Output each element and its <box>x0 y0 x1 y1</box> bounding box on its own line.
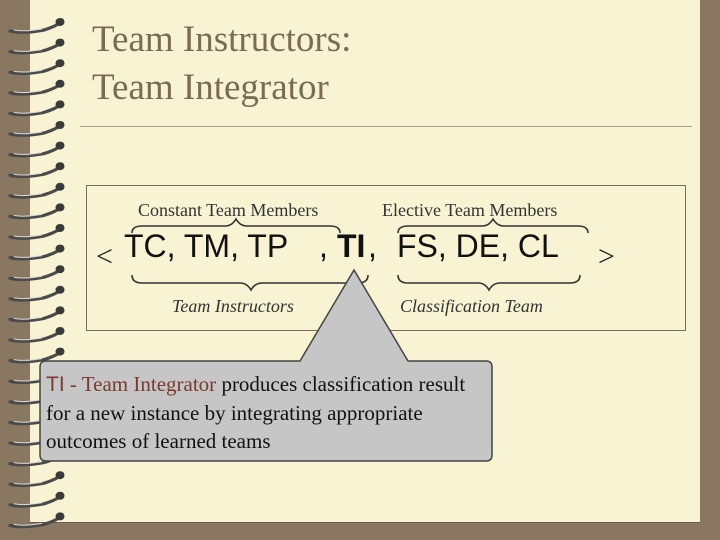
open-angle-bracket: < <box>96 240 113 273</box>
binding-ring <box>8 244 65 261</box>
slide-title-line-2: Team Integrator <box>92 67 329 108</box>
callout-term: Team Integrator <box>81 372 217 396</box>
classification-team-label: Classification Team <box>400 296 543 316</box>
binding-ring <box>8 471 65 488</box>
callout-description: produces classification result for a new… <box>46 372 466 453</box>
members-separator: , <box>319 228 328 264</box>
binding-ring <box>8 79 65 96</box>
team-integrator-abbr: TI <box>337 228 366 264</box>
constant-team-members-label: Constant Team Members <box>138 200 319 220</box>
integrator-comma: , <box>368 228 377 264</box>
binding-ring <box>8 285 65 302</box>
close-angle-bracket: > <box>598 240 615 273</box>
binding-ring <box>8 512 65 529</box>
slide-title: Team Instructors: Team Integrator <box>92 16 351 112</box>
binding-ring <box>8 224 65 240</box>
binding-ring <box>8 203 65 220</box>
binding-ring <box>8 141 65 158</box>
team-instructors-label: Team Instructors <box>172 296 294 316</box>
binding-ring <box>8 38 65 55</box>
elective-team-members-label: Elective Team Members <box>382 200 558 220</box>
callout-abbr: TI <box>46 373 65 396</box>
binding-ring <box>8 18 65 34</box>
binding-ring <box>8 306 65 323</box>
binding-ring <box>8 162 65 179</box>
callout-dash: - <box>64 372 82 396</box>
binding-ring <box>8 121 65 137</box>
binding-ring <box>8 59 65 76</box>
binding-ring <box>8 265 65 282</box>
binding-ring <box>8 327 65 343</box>
constant-members-text: TC, TM, TP <box>124 228 289 264</box>
title-divider <box>80 126 692 127</box>
binding-ring <box>8 347 65 364</box>
callout-text: TI - Team Integrator produces classifica… <box>46 370 486 455</box>
binding-ring <box>8 182 65 199</box>
binding-ring <box>8 100 65 117</box>
elective-members-text: FS, DE, CL <box>397 228 559 264</box>
slide-title-line-1: Team Instructors: <box>92 19 352 60</box>
binding-ring <box>8 491 65 508</box>
